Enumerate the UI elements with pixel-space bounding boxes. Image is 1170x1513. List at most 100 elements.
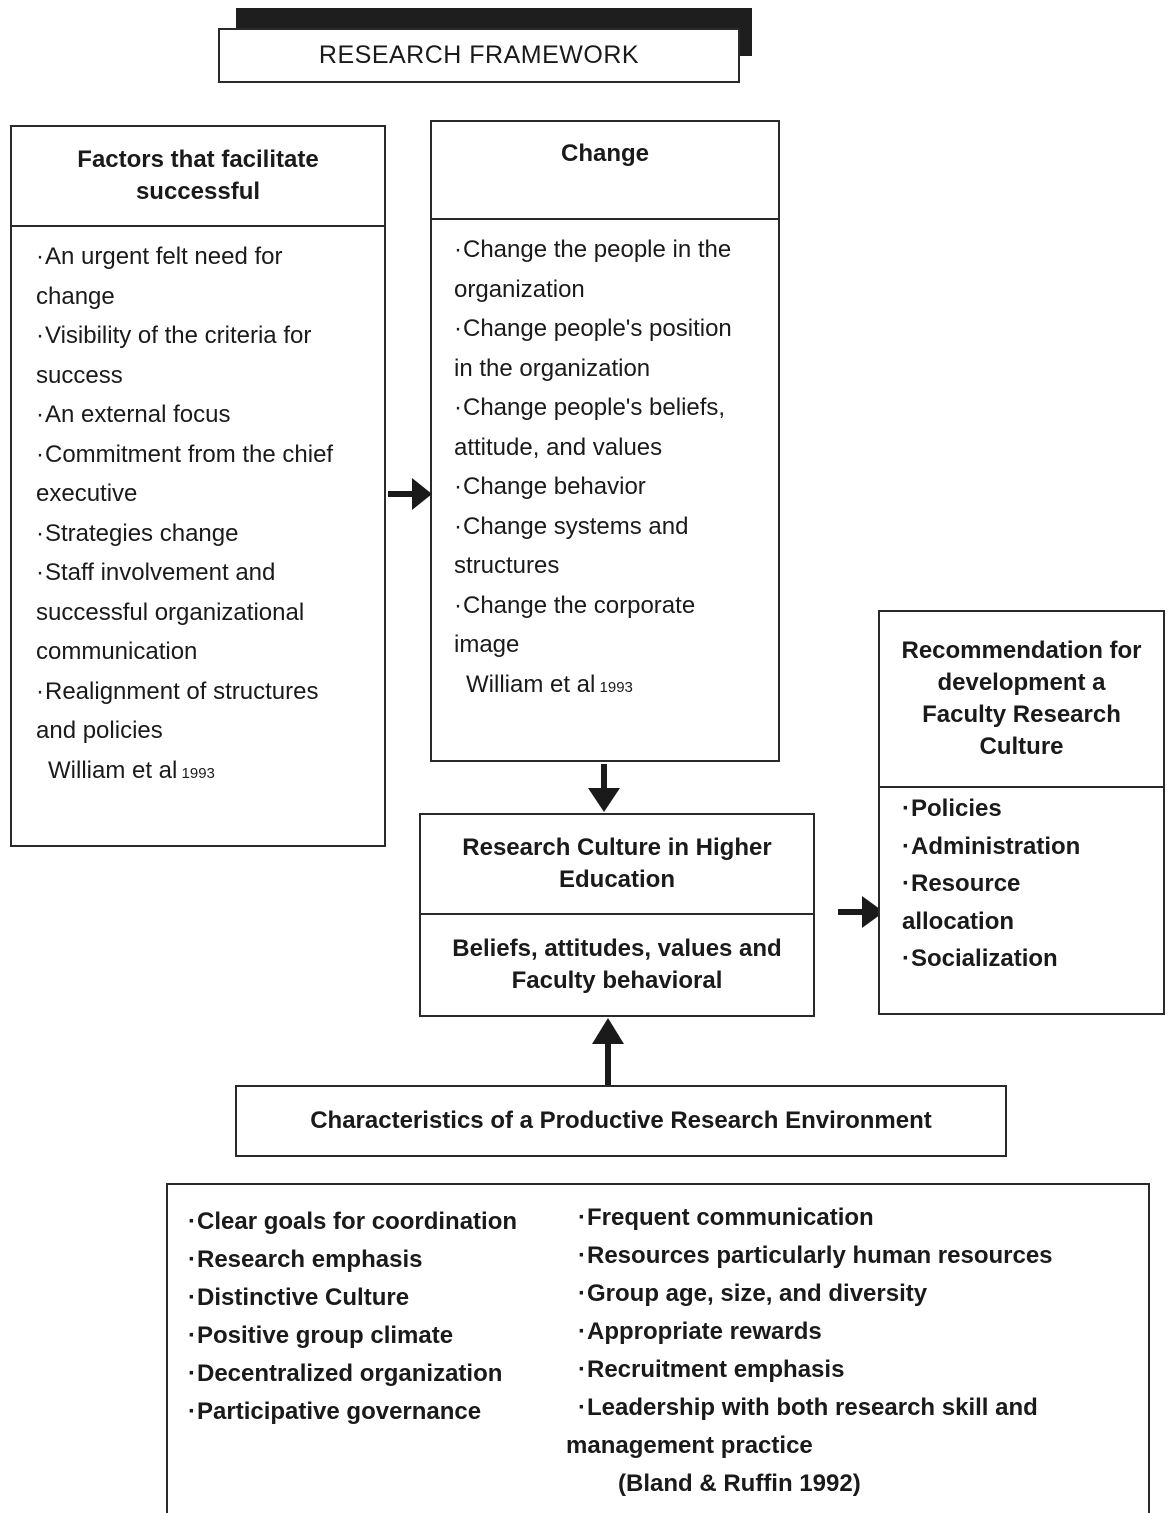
change-item: ·Change behavior [454, 467, 778, 507]
change-item-text: Change people's beliefs, [463, 394, 726, 421]
factor-item: successful organizational [36, 593, 384, 633]
factor-item: success [36, 356, 384, 396]
change-item: ·Change the people in the [454, 230, 778, 270]
characteristic-left-item: ·Clear goals for coordination [188, 1203, 568, 1241]
factor-item: communication [36, 632, 384, 672]
change-item-text: structures [454, 552, 560, 579]
factor-item-text: executive [36, 480, 138, 507]
factor-item: ·Strategies change [36, 514, 384, 554]
characteristic-left-item: ·Participative governance [188, 1393, 568, 1431]
bullet-mark: · [36, 401, 44, 428]
characteristic-right-item: ·Appropriate rewards [578, 1313, 1138, 1351]
change-item: structures [454, 546, 778, 586]
characteristic-right-item: ·Leadership with both research skill and [578, 1389, 1138, 1427]
change-item-text: in the organization [454, 354, 651, 382]
bullet-mark: · [454, 591, 462, 619]
change-item-text: image [454, 631, 520, 658]
characteristic-right-item: ·Recruitment emphasis [578, 1351, 1138, 1389]
recommendation-item-text: Administration [911, 832, 1081, 860]
bullet-mark: · [36, 243, 44, 270]
characteristic-right-item-text: Group age, size, and diversity [587, 1280, 928, 1307]
change-item-text: Change systems and [463, 512, 689, 540]
factors-box: Factors that facilitate successful ·An u… [10, 125, 386, 847]
recommendation-item-text: Socialization [911, 945, 1058, 972]
diagram-title: RESEARCH FRAMEWORK [218, 28, 740, 83]
bullet-mark: · [578, 1356, 586, 1383]
characteristics-box: ·Clear goals for coordination·Research e… [166, 1183, 1150, 1513]
culture-box: Research Culture in Higher Education Bel… [419, 813, 815, 1017]
change-heading: Change [432, 122, 778, 220]
factor-item: ·Commitment from the chief [36, 435, 384, 475]
characteristic-right-item: ·Frequent communication [578, 1199, 1138, 1237]
characteristic-left-item-text: Clear goals for coordination [197, 1208, 518, 1235]
arrow-characteristics-to-culture [592, 1018, 624, 1088]
bullet-mark: · [454, 473, 462, 500]
bullet-mark: · [578, 1204, 586, 1231]
characteristic-left-item-text: Participative governance [197, 1398, 482, 1425]
factor-item: ·An external focus [36, 395, 384, 435]
characteristic-left-item: ·Decentralized organization [188, 1355, 568, 1393]
factor-item-text: An urgent felt need for [45, 243, 283, 270]
characteristics-citation: (Bland & Ruffin 1992) [618, 1470, 861, 1497]
bullet-mark: · [454, 236, 462, 263]
bullet-mark: · [902, 832, 910, 860]
culture-heading: Research Culture in Higher Education [421, 815, 813, 915]
characteristic-right-item-text: Appropriate rewards [587, 1318, 822, 1345]
bullet-mark: · [578, 1242, 586, 1269]
change-citation-year: 1993 [595, 678, 633, 696]
culture-body: Beliefs, attitudes, values and Faculty b… [452, 935, 782, 994]
characteristics-left-list: ·Clear goals for coordination·Research e… [188, 1203, 568, 1431]
factor-item-text: and policies [36, 717, 163, 744]
arrow-culture-to-recommendation [838, 896, 884, 928]
recommendation-box: Recommendation for development a Faculty… [878, 610, 1165, 1015]
characteristic-left-item-text: Positive group climate [197, 1322, 454, 1349]
characteristic-right-item-text: Leadership with both research skill and [587, 1394, 1038, 1421]
recommendation-heading: Recommendation for development a Faculty… [880, 612, 1163, 788]
factor-item-text: change [36, 282, 115, 310]
bullet-mark: · [454, 394, 462, 421]
recommendation-item-text: Resource [911, 870, 1021, 897]
factor-item: change [36, 277, 384, 317]
change-item-text: Change the corporate [463, 591, 696, 619]
arrow-change-to-culture [588, 764, 620, 812]
factor-item-text: Visibility of the criteria for [45, 322, 312, 349]
recommendation-item: ·Resource [902, 865, 1163, 903]
change-item: attitude, and values [454, 428, 778, 468]
change-item: ·Change people's beliefs, [454, 388, 778, 428]
factor-item-text: success [36, 361, 123, 389]
factor-item-text: Staff involvement and [45, 559, 276, 586]
characteristic-left-item-text: Decentralized organization [197, 1360, 503, 1387]
bullet-mark: · [902, 945, 910, 972]
bullet-mark: · [36, 519, 44, 547]
bullet-mark: · [188, 1208, 196, 1235]
change-item-text: attitude, and values [454, 433, 663, 461]
factor-item: ·Realignment of structures [36, 672, 384, 712]
change-citation-author: William et al [466, 670, 596, 698]
change-item: ·Change people's position [454, 309, 778, 349]
factor-item: ·An urgent felt need for [36, 237, 384, 277]
factor-item: ·Visibility of the criteria for [36, 316, 384, 356]
factors-citation-author: William et al [48, 756, 178, 784]
bullet-mark: · [188, 1360, 196, 1387]
bullet-mark: · [36, 677, 44, 705]
factors-citation-year: 1993 [177, 764, 215, 782]
characteristic-left-item: ·Research emphasis [188, 1241, 568, 1279]
change-item-text: organization [454, 275, 585, 303]
characteristic-left-item: ·Distinctive Culture [188, 1279, 568, 1317]
factor-item-text: communication [36, 638, 198, 665]
arrow-factors-to-change [388, 478, 432, 510]
bullet-mark: · [36, 322, 44, 349]
factors-citation: William et al 1993 [36, 751, 384, 794]
factor-item-text: Commitment from the chief [45, 440, 334, 468]
characteristic-left-item-text: Research emphasis [197, 1246, 423, 1273]
recommendation-item: ·Socialization [902, 940, 1163, 978]
change-item-text: Change the people in the [463, 236, 732, 263]
bullet-mark: · [454, 315, 462, 342]
bullet-mark: · [902, 795, 910, 822]
bullet-mark: · [902, 870, 910, 897]
bullet-mark: · [578, 1394, 586, 1421]
characteristic-right-item-text: Frequent communication [587, 1204, 874, 1231]
